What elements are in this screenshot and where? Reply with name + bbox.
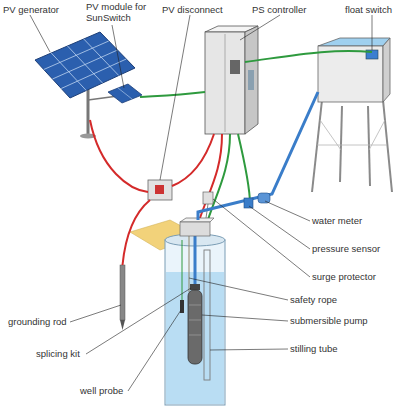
leader-line [249,206,310,249]
leader-line [372,15,373,50]
tank-side [383,38,390,102]
tank-legs [312,100,392,192]
leader-line [86,288,191,354]
controller-panel [248,70,254,90]
part-label: PV disconnect [162,4,223,15]
tank-leg [383,100,392,192]
leader-line [30,15,50,52]
submersible-pump [188,290,202,364]
part-label: float switch [345,4,392,15]
green-wire [245,51,372,62]
red-wire [90,120,148,192]
well-water [166,272,224,404]
grid-line [44,41,109,70]
leader-lines [30,15,372,391]
tank-leg [368,106,370,186]
leader-line [189,278,288,300]
part-label: submersible pump [290,315,368,326]
ps-controller [205,32,245,134]
sunswitch-module [108,84,142,103]
pump-rib [189,305,201,306]
well-head [180,222,210,236]
leader-line [160,15,190,180]
pump-ribs [189,305,201,335]
brace [369,120,385,150]
tank-bracing [317,120,387,150]
leader-line [210,349,288,350]
red-wire [172,134,214,186]
water-tank [318,46,383,102]
delivery-pipe [198,92,318,220]
disconnect-switch [155,185,164,194]
wiring [90,51,372,265]
green-wire [140,92,205,97]
leader-line [128,310,181,391]
leader-line [112,25,124,88]
grid-line [61,59,126,89]
brace [317,145,387,146]
part-label: PV module for SunSwitch [86,1,150,23]
leader-line [202,315,288,321]
part-label: splicing kit [36,348,80,359]
pv-disconnect [148,180,172,200]
part-label: pressure sensor [312,243,380,254]
part-label: grounding rod [8,316,67,327]
water-meter [258,193,270,203]
part-label: PS controller [252,4,306,15]
splicing-kit [190,284,200,290]
leader-line [240,15,280,40]
red-wire [123,200,151,265]
part-label: water meter [312,215,362,226]
riser-pipe [194,236,197,290]
part-label: well probe [80,385,123,396]
part-label: surge protector [312,271,376,282]
green-wire [206,134,230,226]
grounding-rod [120,265,125,320]
part-label: stilling tube [290,343,338,354]
leader-line [265,201,310,221]
rod-tip [120,320,125,330]
pump-rib [189,320,201,321]
probe-cable [182,240,183,300]
safety-rope [189,236,190,292]
tank-leg [340,106,342,182]
surge-protector [203,192,213,204]
part-label: PV generator [3,4,59,15]
leader-line [70,305,121,322]
pressure-sensor [244,198,253,208]
tank-top [318,38,390,46]
green-wire [238,134,250,204]
part-label: safety rope [290,294,337,305]
tank-leg [312,100,322,192]
controller-display [230,60,240,74]
door-seam [225,34,226,132]
leader-line [213,199,310,277]
cabinet-side [245,26,258,134]
pump-rib [189,335,201,336]
brace [320,120,341,150]
panel-grid [44,39,127,91]
grid-line [53,50,118,79]
grid-line [118,88,132,99]
